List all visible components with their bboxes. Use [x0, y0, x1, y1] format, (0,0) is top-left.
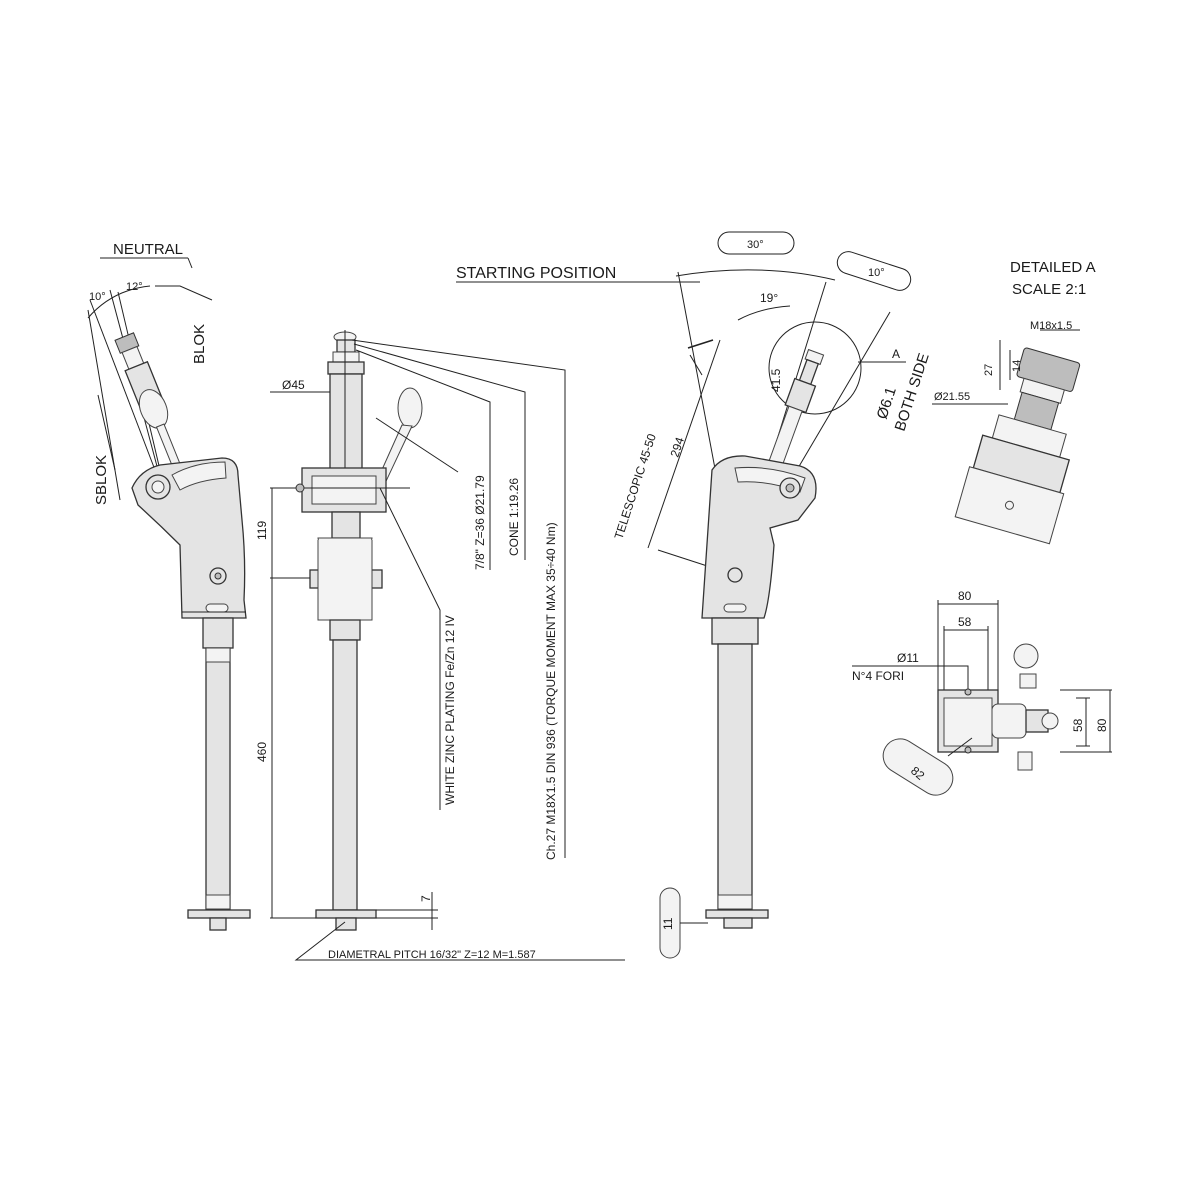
plan-dim-58-side: 58 — [1071, 718, 1085, 732]
detail-a-thread: M18x1.5 — [1030, 320, 1072, 332]
plan-holes: N°4 FORI — [852, 669, 904, 683]
front-view: Ø45 119 460 7 7/8" Z=36 Ø21.79 CONE 1:19… — [255, 330, 625, 961]
cone-label: CONE 1:19.26 — [507, 478, 521, 556]
telescopic-label: TELESCOPIC 45-50 — [612, 432, 659, 541]
angle-10-side-label: 10° — [868, 267, 885, 279]
dim-11-label: 11 — [661, 917, 675, 930]
plan-view: 80 58 Ø11 N°4 FORI 58 80 82 — [852, 589, 1112, 796]
detail-a-scale: SCALE 2:1 — [1012, 281, 1086, 298]
detail-a-dia: Ø21.55 — [934, 391, 970, 403]
detail-a-title: DETAILED A — [1010, 259, 1096, 276]
detail-a-dim-14: 14 — [1011, 360, 1023, 372]
pitch-label: DIAMETRAL PITCH 16/32" Z=12 M=1.587 — [328, 949, 536, 961]
angle-19-label: 19° — [760, 291, 778, 305]
blok-label: BLOK — [191, 324, 208, 364]
dim-460-label: 460 — [255, 742, 269, 762]
spline-label: 7/8" Z=36 Ø21.79 — [473, 475, 487, 570]
angle-30-label: 30° — [747, 239, 764, 251]
plating-label: WHITE ZINC PLATING Fe/Zn 12 IV — [443, 615, 457, 805]
sblok-label: SBLOK — [93, 455, 110, 505]
plan-dim-80-side: 80 — [1095, 718, 1109, 732]
detail-a: DETAILED A SCALE 2:1 M18x1.5 14 27 Ø21.5… — [932, 259, 1096, 545]
dim-7-label: 7 — [419, 895, 433, 902]
starting-position-label: STARTING POSITION — [456, 265, 616, 282]
plan-dim-58-top: 58 — [958, 615, 972, 629]
neutral-label: NEUTRAL — [113, 241, 183, 258]
dim-41-5-label: 41.5 — [769, 368, 783, 392]
thread-label: Ch.27 M18X1.5 DIN 936 (TORQUE MOMENT MAX… — [544, 522, 558, 860]
marker-a-label: A — [892, 347, 900, 361]
left-view: NEUTRAL 10° 12° BLOK SBLOK — [87, 241, 251, 931]
plan-dim-80-top: 80 — [958, 589, 972, 603]
angle-12-label: 12° — [126, 281, 143, 293]
dim-294-label: 294 — [668, 435, 688, 459]
detail-a-dim-27: 27 — [983, 364, 995, 376]
dia-45-label: Ø45 — [282, 378, 305, 392]
plan-dia-11: Ø11 — [897, 651, 919, 665]
side-view: STARTING POSITION 30° 10° 19° A 41.5 Ø6.… — [456, 231, 933, 959]
dim-119-label: 119 — [255, 521, 269, 540]
angle-10-label: 10° — [89, 291, 106, 303]
